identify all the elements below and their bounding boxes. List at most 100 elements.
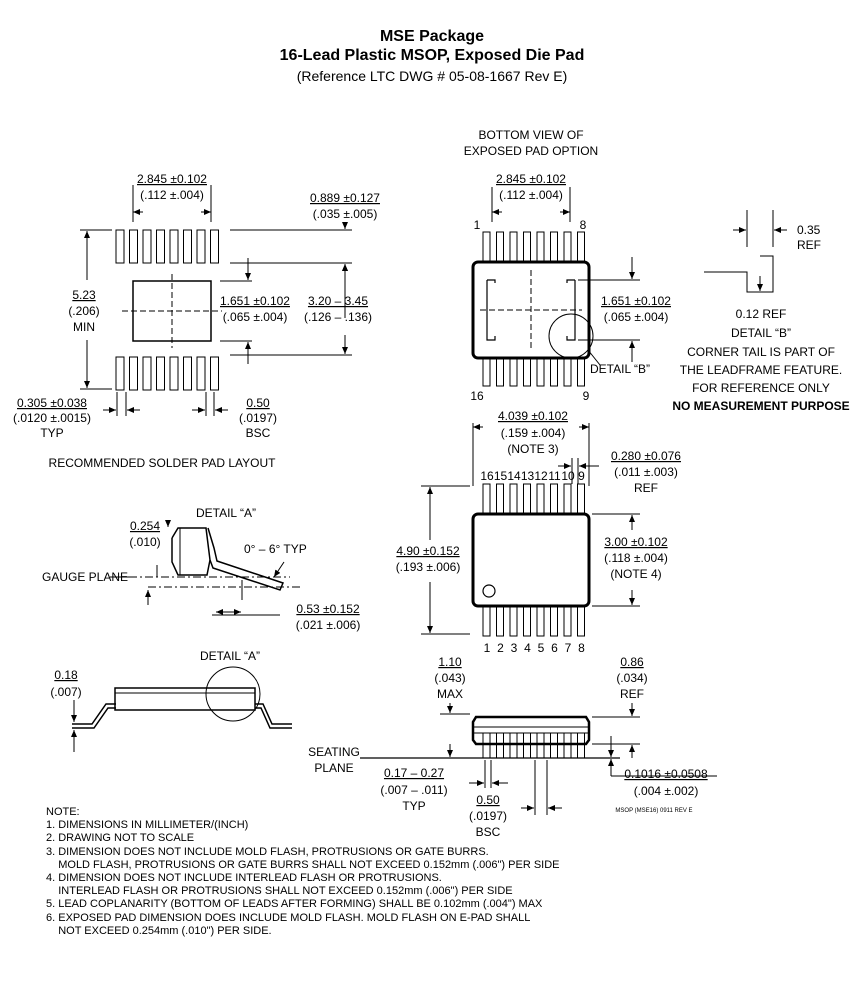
bottom-view-leads-bottom <box>482 357 585 387</box>
front-view-drawing <box>360 703 717 815</box>
detail-a-len-in: (.021 ±.006) <box>296 618 361 632</box>
lead <box>550 605 558 637</box>
solder-pad <box>210 356 219 391</box>
top-body-note: (NOTE 4) <box>610 567 661 581</box>
detail-b-drawing <box>704 210 787 293</box>
note-line: 5. LEAD COPLANARITY (BOTTOM OF LEADS AFT… <box>46 898 543 911</box>
solder-pad <box>115 229 125 264</box>
bottom-pin16-label: 16 <box>470 389 484 403</box>
front-ref-note: REF <box>620 687 644 701</box>
lead <box>550 483 558 515</box>
detail-b-line3: FOR REFERENCE ONLY <box>692 381 830 395</box>
solder-pad <box>183 356 192 391</box>
gauge-plane-label: GAUGE PLANE <box>42 570 128 584</box>
side-lead-mm: 0.18 <box>54 668 78 682</box>
solder-pad <box>115 356 125 391</box>
bottom-pin8-label: 8 <box>580 218 587 232</box>
front-height-mm: 1.10 <box>438 655 462 669</box>
lead <box>509 357 518 387</box>
detail-a-thick-mm: 0.254 <box>130 519 160 533</box>
bottom-detail-label: DETAIL “B” <box>590 362 650 376</box>
front-view-leads <box>482 732 585 759</box>
pin-number: 6 <box>551 641 558 655</box>
front-view-body <box>471 715 591 746</box>
lead <box>496 231 504 263</box>
note-line: 4. DIMENSION DOES NOT INCLUDE INTERLEAD … <box>46 872 442 885</box>
lead <box>482 483 491 515</box>
detail-a-angle: 0° – 6° TYP <box>244 542 307 556</box>
front-standoff-mm: 0.1016 ±0.0508 <box>624 767 708 781</box>
pin-number: 10 <box>561 469 575 483</box>
lead <box>496 605 504 637</box>
package-title: MSE Package <box>379 28 485 45</box>
lead <box>523 357 531 387</box>
solder-range-in: (.126 – .136) <box>304 310 372 324</box>
side-view-body <box>114 687 256 711</box>
top-width-mm: 4.039 ±0.102 <box>498 409 568 423</box>
pin-number: 9 <box>578 469 585 483</box>
lead <box>536 231 545 263</box>
pin-number: 2 <box>497 641 504 655</box>
solder-span-note: MIN <box>73 320 95 334</box>
front-pitch-in: (.0197) <box>469 809 507 823</box>
lead <box>496 483 504 515</box>
lead <box>509 231 518 263</box>
pin-number: 3 <box>511 641 518 655</box>
lead <box>482 732 491 759</box>
pin-number: 15 <box>494 469 508 483</box>
bottom-pin1-label: 1 <box>474 218 481 232</box>
seating-plane-label1: SEATING <box>308 745 360 759</box>
detail-b-ref1: 0.35 <box>797 223 821 237</box>
lead <box>523 231 531 263</box>
notes-block: NOTE: 1. DIMENSIONS IN MILLIMETER/(INCH)… <box>46 806 560 938</box>
bottom-view-title1: BOTTOM VIEW OF <box>478 128 583 142</box>
front-lead-in: (.007 – .011) <box>380 783 447 797</box>
bottom-width-mm: 2.845 ±0.102 <box>496 172 566 186</box>
detail-a-thick-in: (.010) <box>129 535 160 549</box>
solder-pads-bottom <box>115 356 219 391</box>
detail-b-line1: CORNER TAIL IS PART OF <box>687 345 835 359</box>
top-leadw-mm: 0.280 ±0.076 <box>611 449 681 463</box>
lead <box>482 231 491 263</box>
lead <box>563 483 572 515</box>
pin1-indicator <box>482 584 496 598</box>
pin-number: 4 <box>524 641 531 655</box>
note-line: NOT EXCEED 0.254mm (.010") PER SIDE. <box>46 924 272 937</box>
front-ref-in: (.034) <box>616 671 647 685</box>
note-line: 3. DIMENSION DOES NOT INCLUDE MOLD FLASH… <box>46 845 489 858</box>
lead <box>496 732 504 759</box>
top-view-leads-top <box>482 483 585 515</box>
drawing-code: MSOP (MSE16) 0911 REV E <box>615 808 692 814</box>
note-line: INTERLEAD FLASH OR PROTRUSIONS SHALL NOT… <box>46 885 513 898</box>
solder-pitch-mm: 0.50 <box>246 396 270 410</box>
solder-pad <box>210 229 219 264</box>
solder-leadw-note: TYP <box>40 426 63 440</box>
lead <box>550 231 558 263</box>
top-body-in: (.118 ±.004) <box>604 551 668 565</box>
solder-pitch-in: (.0197) <box>239 411 277 425</box>
lead <box>550 357 558 387</box>
side-detail-title: DETAIL “A” <box>200 649 260 663</box>
package-subtitle: 16-Lead Plastic MSOP, Exposed Die Pad <box>279 47 585 64</box>
solder-leadw-in: (.0120 ±.0015) <box>13 411 91 425</box>
detail-a-len-mm: 0.53 ±0.152 <box>296 602 360 616</box>
top-view-body <box>471 512 591 608</box>
solder-caption: RECOMMENDED SOLDER PAD LAYOUT <box>49 456 277 470</box>
note-line: MOLD FLASH, PROTRUSIONS OR GATE BURRS SH… <box>46 858 560 871</box>
top-height-mm: 4.90 ±0.152 <box>396 544 460 558</box>
package-reference: (Reference LTC DWG # 05-08-1667 Rev E) <box>296 68 568 84</box>
front-pitch-note: BSC <box>476 825 501 839</box>
bottom-view-body <box>471 260 591 360</box>
lead <box>577 732 585 759</box>
solder-pad <box>183 229 192 264</box>
solder-width-in: (.112 ±.004) <box>140 188 204 202</box>
front-ref-mm: 0.86 <box>620 655 644 669</box>
detail-b-ref1b: REF <box>797 238 821 252</box>
solder-pads-top <box>115 229 219 264</box>
solder-pad <box>156 229 165 264</box>
pin-number: 8 <box>578 641 585 655</box>
pin-number: 14 <box>507 469 521 483</box>
